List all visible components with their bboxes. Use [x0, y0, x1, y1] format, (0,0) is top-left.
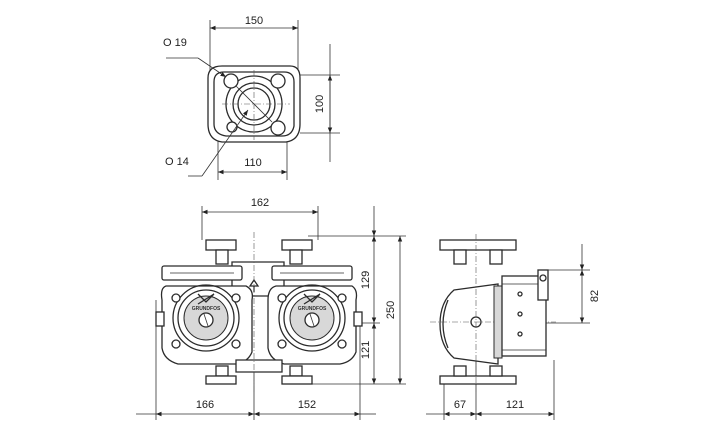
label-hole-14: O 14	[165, 156, 189, 168]
dim-110: 110	[244, 157, 262, 169]
dim-162: 162	[251, 197, 269, 209]
dim-121-front: 121	[360, 341, 372, 359]
bolt-hole-small	[226, 121, 238, 133]
dim-100: 100	[314, 95, 326, 113]
dim-67: 67	[454, 399, 466, 411]
dim-150: 150	[245, 15, 263, 27]
dim-129: 129	[360, 271, 372, 289]
logo-right: GRUNDFOS	[298, 306, 327, 312]
logo-left: GRUNDFOS	[192, 306, 221, 312]
dim-152: 152	[298, 399, 316, 411]
dim-82: 82	[589, 290, 601, 302]
dim-250: 250	[385, 301, 397, 319]
dim-166: 166	[196, 399, 214, 411]
top-view: 150 100 110 O 19 O 14	[163, 15, 340, 180]
front-view: GRUNDFOS GRUNDFOS 162 129	[136, 197, 406, 420]
side-pump-housing	[439, 283, 499, 365]
label-hole-19: O 19	[163, 37, 187, 49]
bolt-hole-large	[223, 73, 239, 89]
dim-121-side: 121	[506, 399, 524, 411]
side-view: 82 67 121	[426, 234, 601, 420]
